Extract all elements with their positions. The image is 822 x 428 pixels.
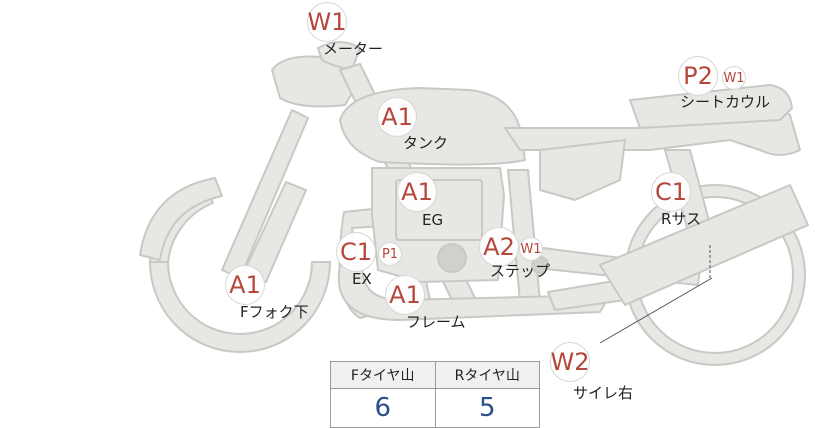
- step-grade-badge: A2: [479, 227, 519, 267]
- rear-tread-header: Rタイヤ山: [434, 361, 540, 389]
- front-tread-value: 6: [330, 388, 436, 428]
- engine-grade-badge: A1: [397, 172, 437, 212]
- exhaust-grade-badge: C1: [336, 232, 376, 272]
- tread-depth-table: Fタイヤ山 Rタイヤ山 6 5: [330, 361, 540, 428]
- engine-label: EG: [422, 211, 444, 229]
- rear-suspension-grade-badge: C1: [651, 172, 691, 212]
- rear-tread-value: 5: [434, 388, 540, 428]
- muffler-right-grade-badge: W2: [550, 342, 590, 382]
- tank-label: タンク: [403, 134, 449, 152]
- tank-grade-badge: A1: [377, 97, 417, 137]
- front-fork-label: Fフォク下: [240, 303, 309, 321]
- exhaust-sub-badge: P1: [378, 242, 402, 266]
- rear-suspension-label: Rサス: [661, 210, 702, 228]
- frame-label: フレーム: [406, 313, 466, 331]
- front-tread-header: Fタイヤ山: [330, 361, 436, 389]
- step-sub-badge: W1: [519, 237, 543, 261]
- step-label: ステップ: [490, 262, 551, 280]
- exhaust-label: EX: [352, 270, 372, 288]
- muffler-right-label: サイレ右: [573, 384, 634, 402]
- meter-label: メーター: [323, 40, 384, 58]
- seat-cowl-grade-badge: P2: [678, 56, 718, 96]
- front-fork-grade-badge: A1: [225, 265, 265, 305]
- meter-grade-badge: W1: [307, 2, 347, 42]
- frame-grade-badge: A1: [385, 275, 425, 315]
- seat-cowl-label: シートカウル: [680, 93, 771, 111]
- seat-cowl-sub-badge: W1: [722, 66, 746, 90]
